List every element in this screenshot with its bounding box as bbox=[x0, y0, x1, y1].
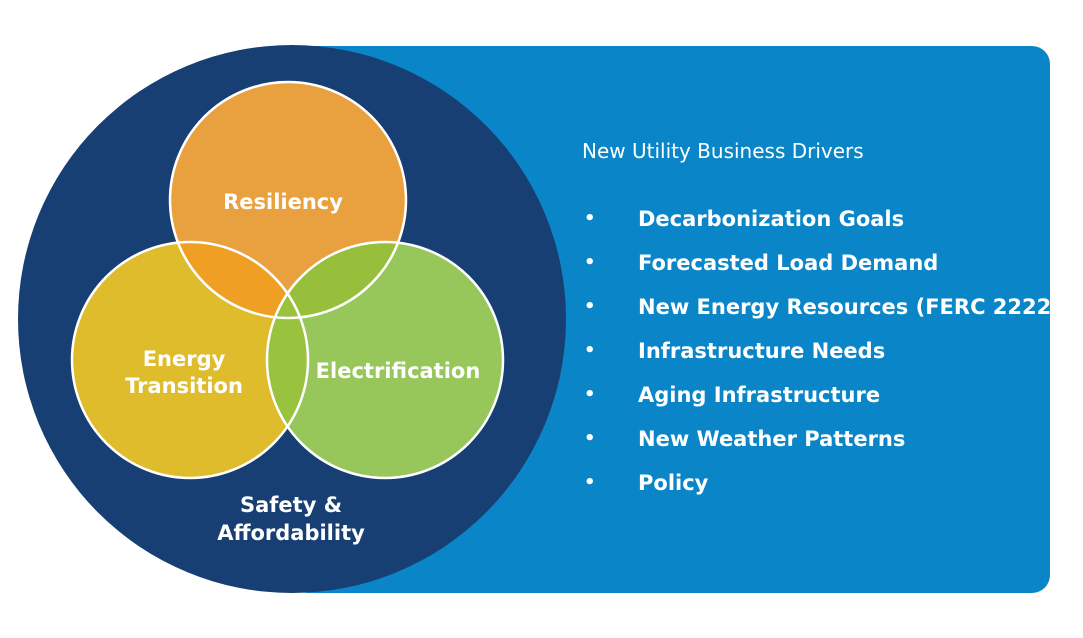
resiliency-label: Resiliency bbox=[223, 190, 343, 214]
driver-item-label: New Weather Patterns bbox=[638, 427, 906, 451]
electrification-label: Electrification bbox=[316, 359, 481, 383]
bullet-icon: • bbox=[584, 340, 596, 361]
safety-affordability-label-line2: Affordability bbox=[217, 521, 365, 545]
resiliency-outline bbox=[168, 80, 408, 320]
bullet-icon: • bbox=[584, 384, 596, 405]
driver-item-label: Aging Infrastructure bbox=[638, 383, 881, 407]
bullet-icon: • bbox=[584, 208, 596, 229]
bullet-icon: • bbox=[584, 428, 596, 449]
bullet-icon: • bbox=[584, 252, 596, 273]
energy-transition-outline bbox=[70, 240, 310, 480]
drivers-title: New Utility Business Drivers bbox=[582, 139, 864, 163]
driver-item-label: Infrastructure Needs bbox=[638, 339, 886, 363]
bullet-icon: • bbox=[584, 472, 596, 493]
energy-transition-label-line2: Transition bbox=[125, 374, 243, 398]
resiliency-electrification-overlap bbox=[267, 242, 406, 318]
driver-item-label: Policy bbox=[638, 471, 709, 495]
resiliency-energy-overlap bbox=[170, 242, 308, 318]
electrification-outline bbox=[265, 240, 505, 480]
safety-affordability-label-line1: Safety & bbox=[240, 493, 342, 517]
bullet-icon: • bbox=[584, 296, 596, 317]
energy-transition-label-line1: Energy bbox=[143, 347, 226, 371]
driver-item-label: Decarbonization Goals bbox=[638, 207, 905, 231]
driver-item-label: New Energy Resources (FERC 2222) bbox=[638, 295, 1061, 319]
driver-item-label: Forecasted Load Demand bbox=[638, 251, 939, 275]
